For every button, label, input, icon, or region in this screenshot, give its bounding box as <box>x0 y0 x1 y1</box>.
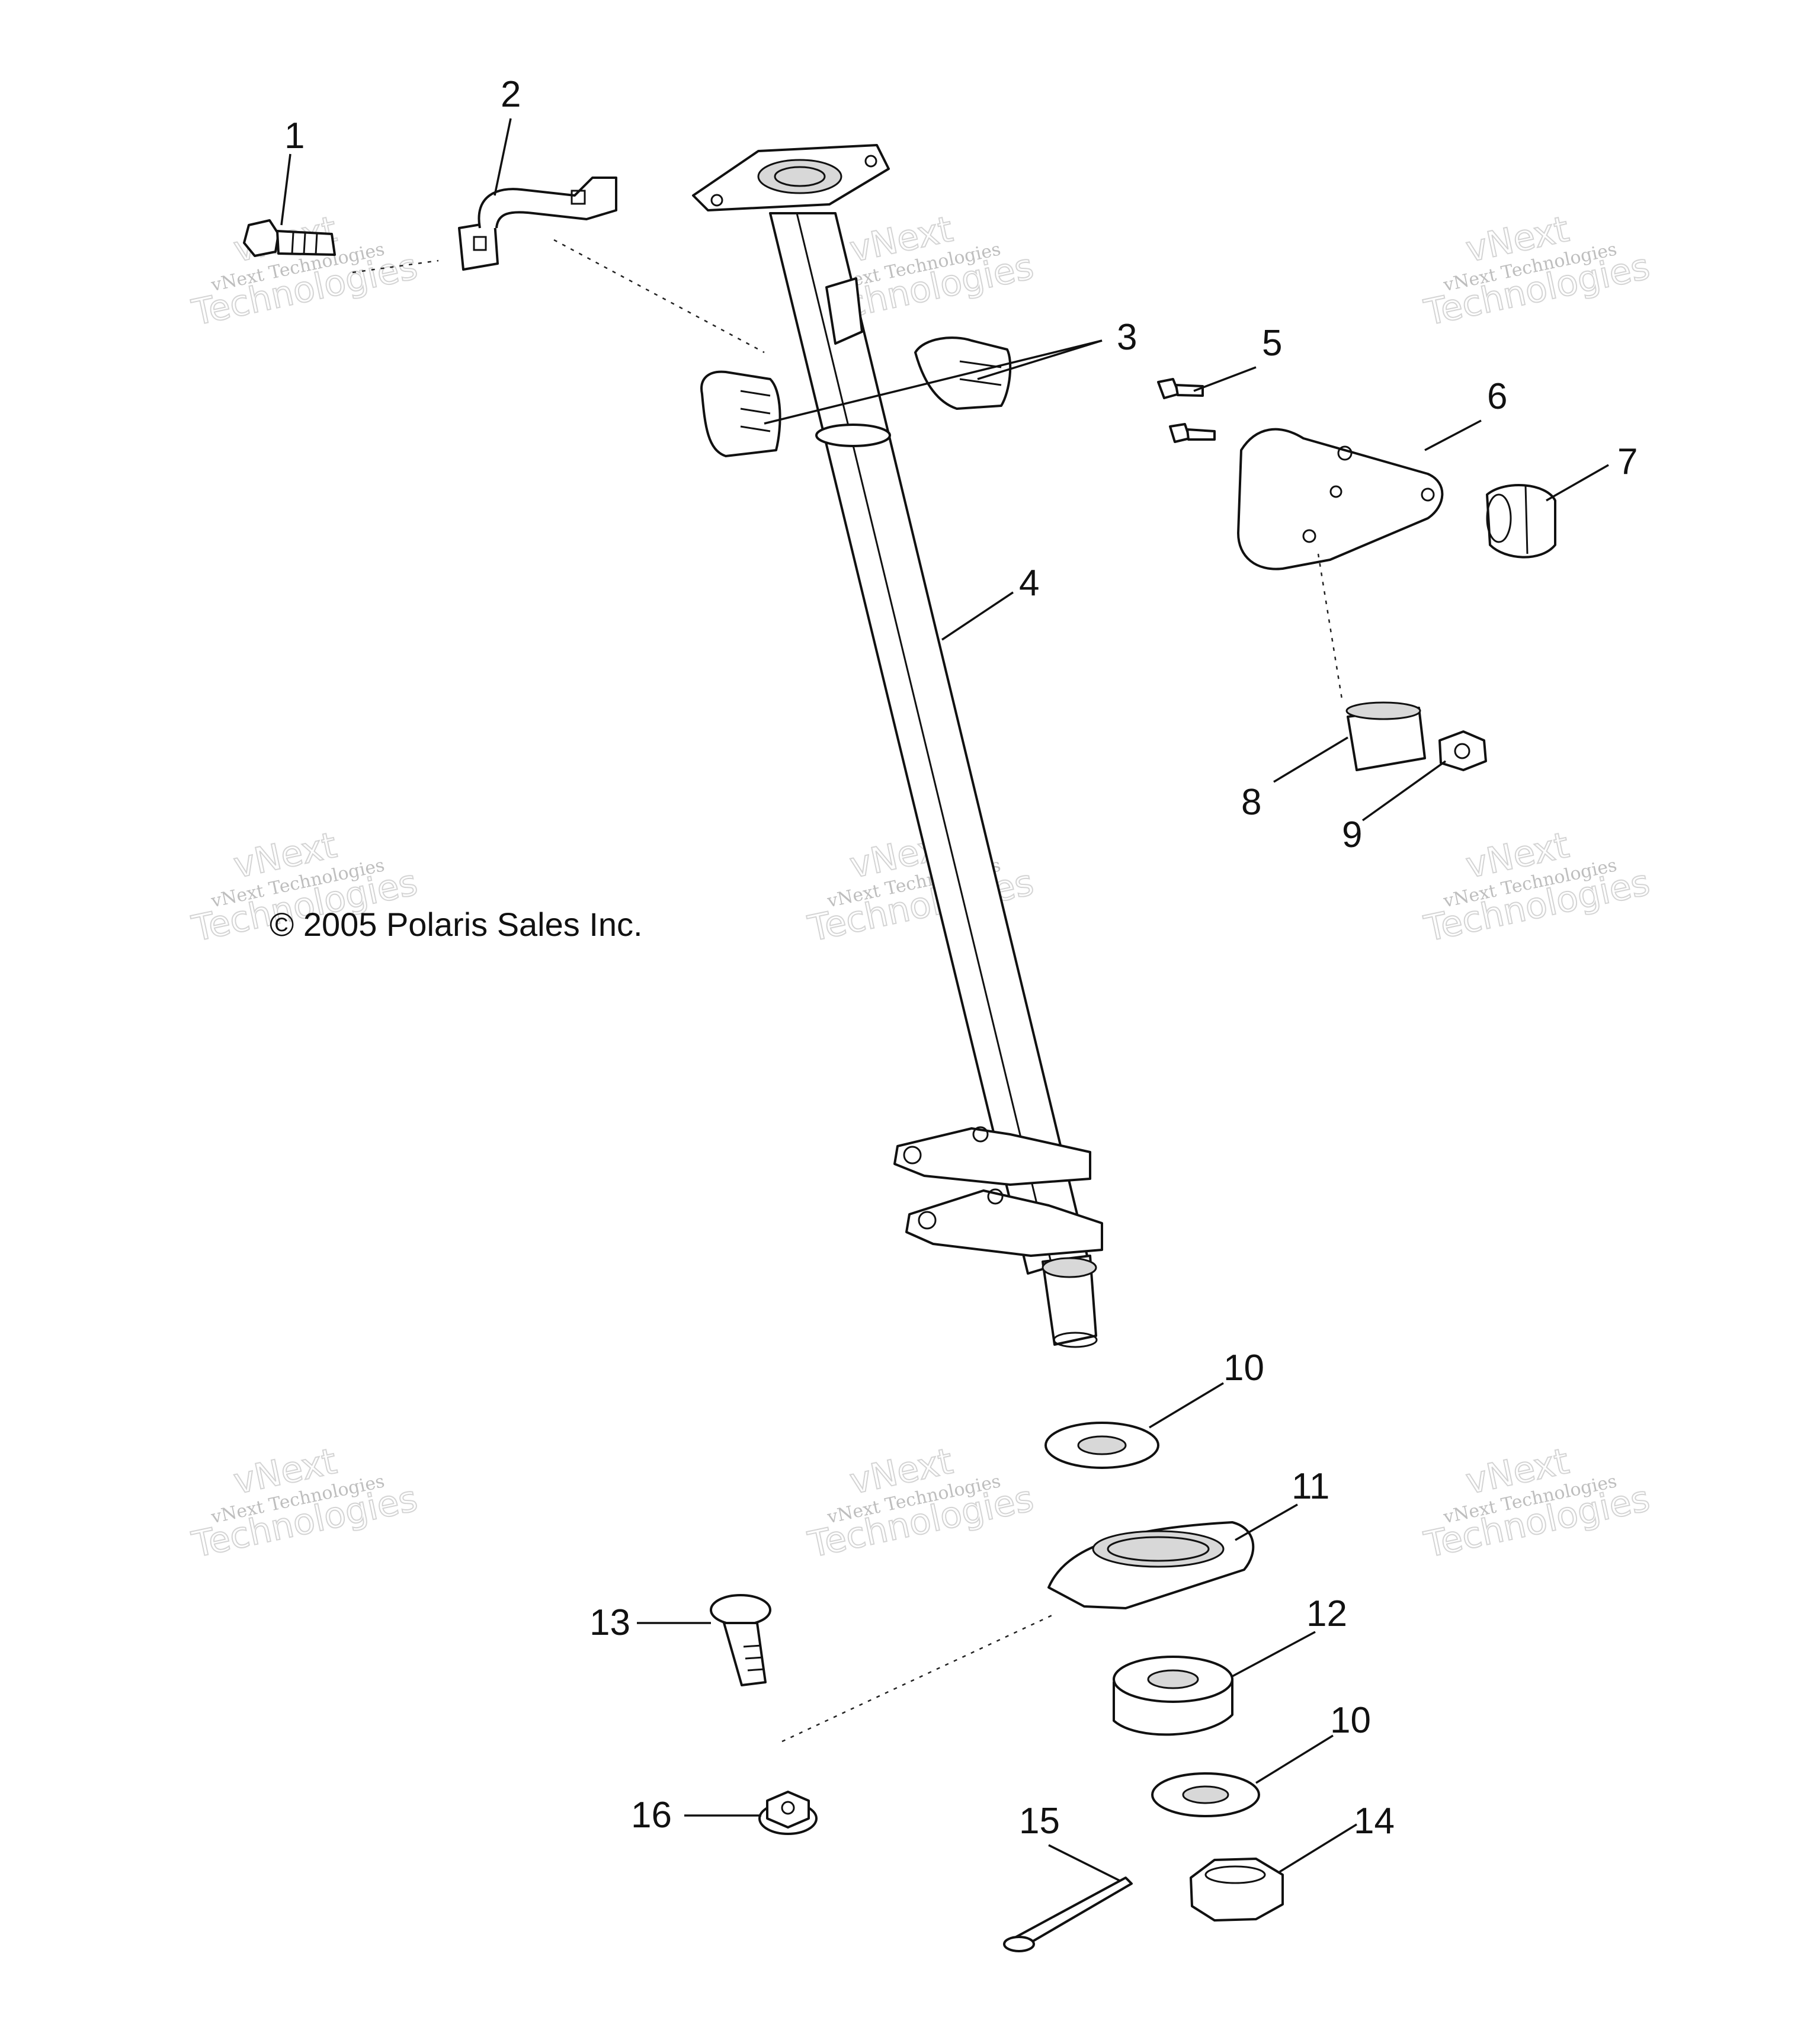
callout-labels: 1 2 3 4 5 6 7 8 9 10 11 12 13 14 15 10 1… <box>284 74 1638 1842</box>
callout-12: 12 <box>1306 1593 1347 1634</box>
split-bushing-part-7 <box>1486 484 1556 559</box>
plate-part-6 <box>1237 428 1444 570</box>
castle-nut-part-14 <box>1190 1858 1284 1922</box>
watermark-top-left: vNext vNext Technologies Technologies <box>188 208 422 335</box>
callout-7: 7 <box>1617 441 1638 482</box>
watermark-low-right: vNext vNext Technologies Technologies <box>1420 1440 1654 1567</box>
watermark-mid-right: vNext vNext Technologies Technologies <box>1420 824 1654 951</box>
carriage-bolt-part-13 <box>710 1594 771 1686</box>
nut-part-9 <box>1438 730 1487 771</box>
flange-plate-part-11 <box>1047 1521 1255 1609</box>
flange-nut-part-16 <box>758 1791 818 1835</box>
bushing-part-3 <box>700 336 1012 457</box>
callout-3: 3 <box>1117 317 1137 358</box>
callout-1: 1 <box>284 116 305 156</box>
watermark-low-left: vNext vNext Technologies Technologies <box>188 1440 422 1567</box>
callout-2: 2 <box>501 74 521 115</box>
leader-lines <box>280 118 1609 1882</box>
washer-part-10-lower <box>1151 1772 1260 1817</box>
callout-8: 8 <box>1241 782 1261 823</box>
callout-14: 14 <box>1354 1801 1395 1842</box>
watermark-low-center: vNext vNext Technologies Technologies <box>804 1440 1038 1567</box>
callout-11: 11 <box>1292 1466 1329 1507</box>
bolt-part-1 <box>243 219 336 257</box>
callout-10-upper: 10 <box>1223 1348 1264 1388</box>
screw-part-5 <box>1157 378 1216 443</box>
copyright-text: © 2005 Polaris Sales Inc. <box>270 906 643 943</box>
callout-9: 9 <box>1342 814 1362 855</box>
spacer-part-8 <box>1345 701 1426 771</box>
callout-6: 6 <box>1487 376 1507 417</box>
callout-13: 13 <box>589 1602 630 1643</box>
u-clamp-part-2 <box>458 177 617 271</box>
alignment-lines <box>352 239 1343 1743</box>
thick-washer-part-12 <box>1113 1656 1233 1736</box>
cotter-pin-part-15 <box>1003 1877 1133 1952</box>
callout-10-lower: 10 <box>1330 1700 1371 1741</box>
watermark-top-right: vNext vNext Technologies Technologies <box>1420 208 1654 335</box>
steering-post-part <box>692 144 1103 1348</box>
washer-part-10-upper <box>1044 1422 1159 1469</box>
callout-5: 5 <box>1262 323 1282 364</box>
callout-4: 4 <box>1019 563 1039 604</box>
callout-15: 15 <box>1019 1801 1060 1842</box>
callout-16: 16 <box>631 1795 672 1836</box>
